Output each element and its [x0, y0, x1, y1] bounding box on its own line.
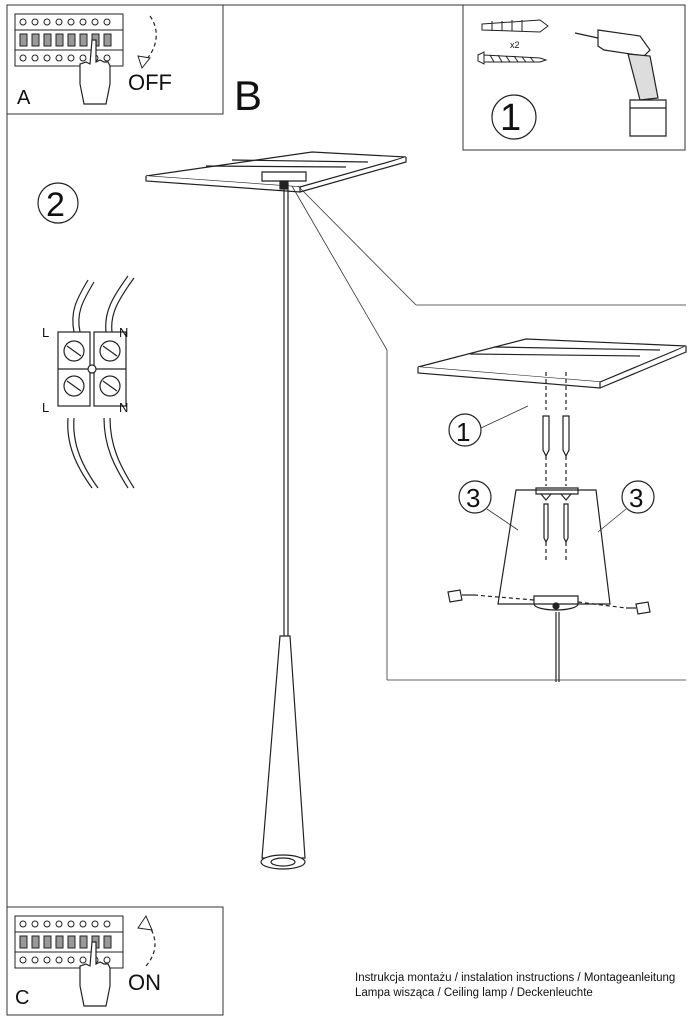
step-1-circle: [491, 94, 537, 140]
ceiling-plate: [145, 151, 407, 193]
tools-box: x2 1: [462, 4, 686, 151]
step-2-number: 2: [46, 186, 65, 224]
quantity-label: x2: [510, 40, 520, 50]
callout-3-left-circle: [458, 480, 492, 514]
callout-1-number: 1: [456, 417, 470, 447]
terminal-block: [57, 331, 127, 407]
callout-3-left-number: 3: [466, 483, 480, 513]
footer-line-2: Lampa wisząca / Ceiling lamp / Deckenleu…: [355, 987, 593, 999]
lamp-cone-shade: [261, 635, 306, 859]
mounting-detail: [417, 338, 687, 682]
side-screws: [447, 589, 651, 615]
screw-icon: [477, 51, 548, 65]
terminal-n-bottom: N: [119, 400, 128, 415]
footer-line-1: Instrukcja montażu / instalation instruc…: [355, 972, 676, 984]
detail-ceiling-plate: [417, 338, 687, 389]
hand-icon: [79, 39, 111, 105]
dowel-plugs: [542, 372, 570, 486]
callout-3-right-circle: [621, 480, 655, 514]
panel-c: C ON: [6, 906, 224, 1016]
terminal-l-bottom: L: [42, 400, 49, 415]
callout-1-circle: [448, 413, 482, 447]
supply-wires: [72, 275, 135, 333]
wall-plug-icon: [481, 19, 549, 33]
terminal-l-top: L: [42, 325, 49, 340]
step-callouts: 1 3 3: [448, 405, 655, 533]
wiring-diagram: 2 L N L N: [37, 182, 135, 489]
pendant-lamp: [145, 151, 407, 870]
panel-a-letter: A: [17, 87, 31, 109]
drill-icon: [574, 29, 667, 137]
breaker-box-icon-c: [14, 915, 124, 969]
panel-a: A OFF: [6, 4, 224, 115]
panel-b-letter: B: [234, 72, 262, 119]
detail-leader-lines: [291, 185, 686, 681]
canopy-cover-outline: [497, 489, 611, 605]
footer-caption: Instrukcja montażu / instalation instruc…: [355, 971, 675, 1001]
bracket-screws: [543, 503, 569, 560]
step-1-number: 1: [500, 97, 521, 139]
mounting-bracket: [535, 487, 579, 495]
callout-3-right-number: 3: [629, 483, 643, 513]
terminal-n-top: N: [119, 325, 128, 340]
off-label: OFF: [128, 70, 172, 95]
canopy: [261, 171, 307, 182]
step-2-circle: [37, 182, 79, 224]
lamp-wires: [67, 417, 135, 489]
hand-icon-c: [79, 941, 111, 1007]
panel-c-letter: C: [15, 987, 29, 1009]
on-label: ON: [128, 970, 161, 995]
breaker-box-icon: [14, 13, 124, 67]
